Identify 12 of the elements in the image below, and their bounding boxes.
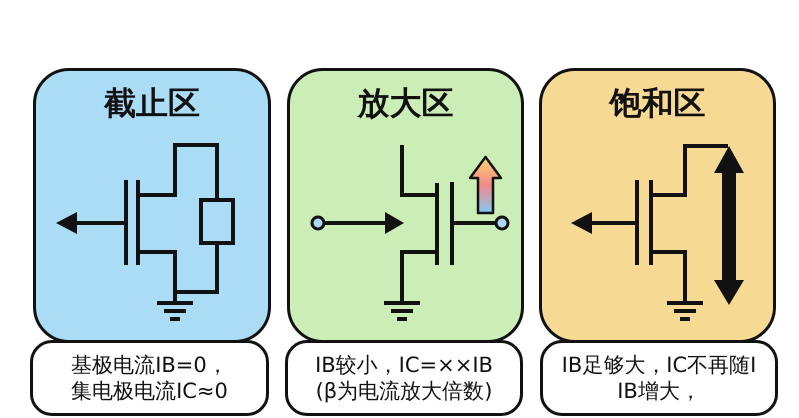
description-text: IB足够大，IC不再随I IB增大， bbox=[562, 352, 756, 404]
note-card bbox=[285, 340, 523, 416]
mode-panel bbox=[287, 68, 524, 343]
description-text: 基极电流IB=0，集电极电流IC≈0 bbox=[71, 352, 228, 404]
panel-title: 放大区 bbox=[358, 84, 454, 122]
panel-title: 饱和区 bbox=[610, 84, 706, 122]
panel-title: 截止区 bbox=[104, 84, 200, 122]
description-text: IB较小，IC=××IB(β为电流放大倍数) bbox=[315, 352, 493, 404]
mode-panel bbox=[33, 68, 271, 343]
mode-panel bbox=[539, 68, 776, 343]
note-card bbox=[540, 340, 778, 416]
note-card bbox=[30, 340, 269, 416]
